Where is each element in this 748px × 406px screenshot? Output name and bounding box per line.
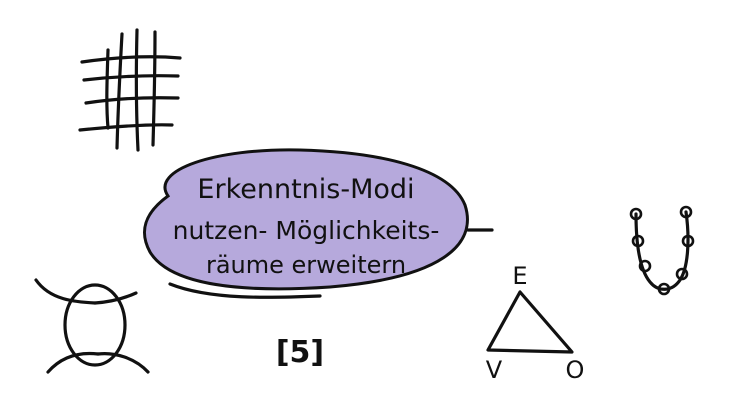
triangle-top-label: E	[512, 262, 527, 290]
triangle-left-label: V	[486, 356, 503, 384]
bubble-line-2: nutzen- Möglichkeits-	[173, 216, 440, 245]
triangle-right-label: O	[566, 356, 585, 384]
bracketed-circle-icon	[34, 278, 150, 374]
bubble-line-3: räume erweitern	[206, 251, 406, 279]
triangle-icon: E V O	[486, 262, 585, 384]
bubble-line-1: Erkenntnis-Modi	[197, 174, 414, 205]
grid-sketch-icon	[78, 28, 182, 152]
reference-label: [5]	[276, 335, 324, 370]
central-bubble: Erkenntnis-Modi nutzen- Möglichkeits- rä…	[142, 148, 494, 299]
u-chain-icon	[629, 205, 695, 296]
